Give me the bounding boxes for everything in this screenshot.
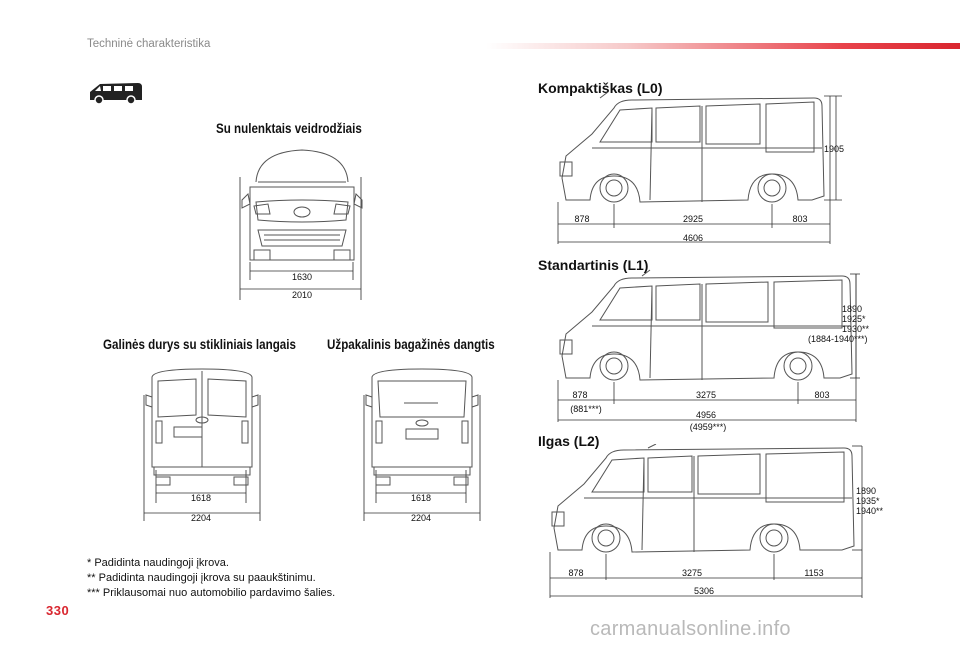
footnote-2: ** Padidinta naudingoji įkrova su paaukš… <box>87 572 316 584</box>
front-view-heading: Su nulenktais veidrodžiais <box>216 121 362 136</box>
l2-height-2: 1935* <box>856 496 880 506</box>
l0-front-overhang: 878 <box>574 214 589 224</box>
rear2-width-dim: 2204 <box>411 513 431 523</box>
l1-total-length-alt: (4959***) <box>690 422 727 432</box>
rear2-track-dim: 1618 <box>411 493 431 503</box>
rear-glazed-doors-heading: Galinės durys su stikliniais langais <box>103 337 296 352</box>
l1-side-diagram: 878 (881***) 3275 803 4956 (4959***) 189… <box>552 268 892 443</box>
l1-rear-overhang: 803 <box>814 390 829 400</box>
front-width-dim: 2010 <box>292 290 312 300</box>
l1-height-2: 1925* <box>842 314 866 324</box>
l2-front-overhang: 878 <box>568 568 583 578</box>
l1-total-length: 4956 <box>696 410 716 420</box>
rear-tailgate-heading: Užpakalinis bagažinės dangtis <box>327 337 495 352</box>
l2-side-diagram: 878 3275 1153 5306 1890 1935* 1940** <box>544 443 894 609</box>
l2-height-3: 1940** <box>856 506 884 516</box>
front-view-diagram: 1630 2010 <box>228 142 378 309</box>
footnote-3: *** Priklausomai nuo automobilio pardavi… <box>87 587 336 599</box>
l0-height-1: 1905 <box>824 144 844 154</box>
page-header-title: Techninė charakteristika <box>87 38 211 50</box>
page-number: 330 <box>46 603 70 618</box>
l0-wheelbase: 2925 <box>683 214 703 224</box>
l2-height-1: 1890 <box>856 486 876 496</box>
l2-rear-overhang: 1153 <box>804 568 823 578</box>
l0-total-length: 4606 <box>683 233 703 243</box>
l1-wheelbase: 3275 <box>696 390 716 400</box>
l1-front-overhang-alt: (881***) <box>570 404 602 414</box>
l0-side-diagram: 878 2925 803 4606 1905 <box>552 91 862 255</box>
l1-height-3: 1930** <box>842 324 870 334</box>
rear-glazed-doors-diagram: 1618 2204 <box>134 365 269 530</box>
l2-heading: Ilgas (L2) <box>538 433 600 449</box>
rear1-width-dim: 2204 <box>191 513 211 523</box>
header-accent-bar <box>486 43 960 49</box>
l2-wheelbase: 3275 <box>682 568 702 578</box>
footnote-1: * Padidinta naudingoji įkrova. <box>87 557 229 569</box>
l0-rear-overhang: 803 <box>792 214 807 224</box>
watermark: carmanualsonline.info <box>590 618 791 640</box>
l1-heading: Standartinis (L1) <box>538 257 649 273</box>
front-track-dim: 1630 <box>292 272 312 282</box>
l0-heading: Kompaktiškas (L0) <box>538 80 663 96</box>
van-icon <box>86 78 144 111</box>
rear1-track-dim: 1618 <box>191 493 211 503</box>
l1-height-1: 1890 <box>842 304 862 314</box>
rear-tailgate-diagram: 1618 2204 <box>354 365 489 530</box>
l1-height-4: (1884-1940***) <box>808 334 868 344</box>
l2-total-length: 5306 <box>694 586 714 596</box>
l1-front-overhang: 878 <box>572 390 587 400</box>
